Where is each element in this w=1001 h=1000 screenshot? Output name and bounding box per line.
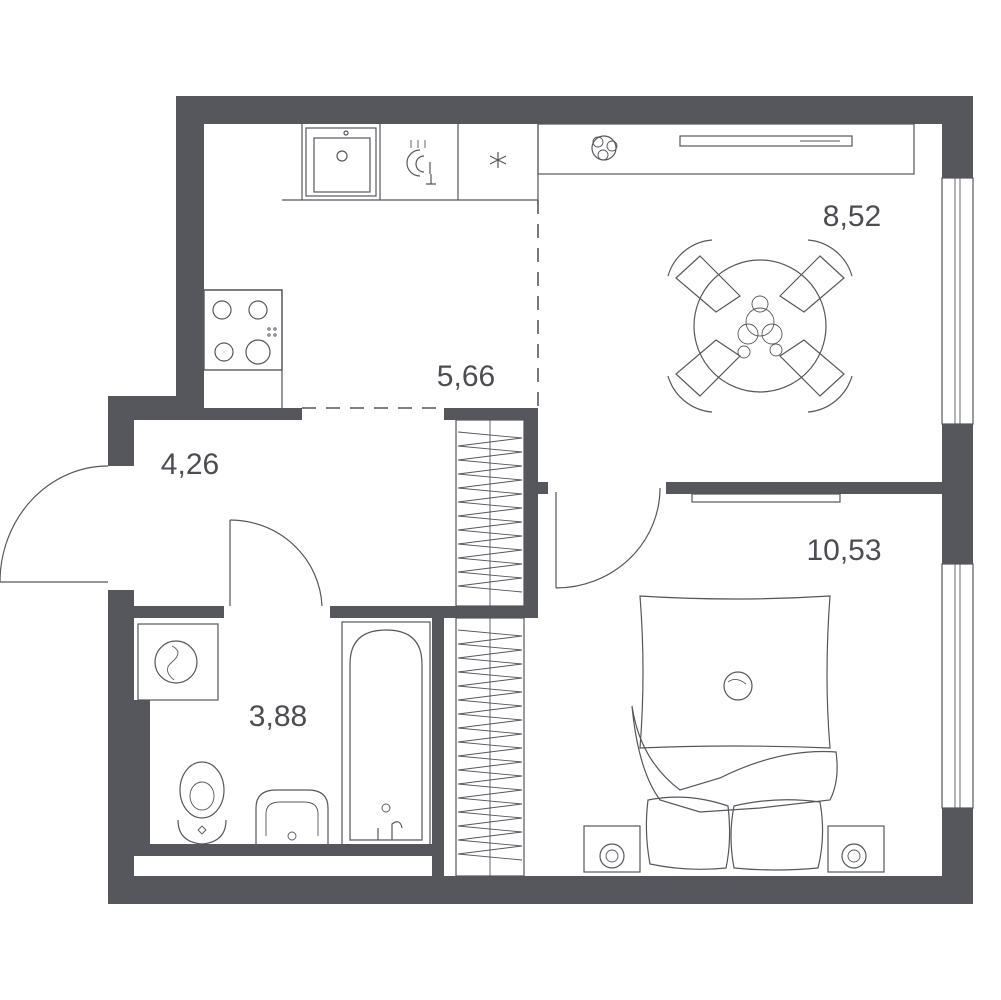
nightstand-lamp-icon <box>583 825 885 873</box>
dining-chair-icon <box>667 239 853 413</box>
dining-table-icon <box>693 259 827 393</box>
fridge-icon <box>489 152 507 168</box>
washing-machine-icon <box>137 623 219 701</box>
bedroom-area-label: 10,53 <box>806 534 881 567</box>
hallway <box>0 465 323 607</box>
bathroom <box>137 621 431 847</box>
washbasin-icon <box>255 789 329 844</box>
stove-icon <box>203 289 283 371</box>
window-icon <box>941 177 974 809</box>
tv-icon <box>679 135 853 147</box>
toilet-icon <box>177 761 227 845</box>
tv-icon <box>691 489 841 503</box>
kitchen <box>203 124 539 409</box>
bathroom-area-label: 3,88 <box>249 700 307 733</box>
bed-icon <box>631 595 838 813</box>
plant-icon <box>591 135 618 161</box>
bathtub-icon <box>341 621 431 847</box>
hallway-area-label: 4,26 <box>161 448 219 481</box>
door-swing-icon <box>555 487 661 589</box>
kitchen-sink-icon <box>305 127 377 197</box>
living-dining <box>537 123 915 413</box>
door-swing-icon <box>0 465 109 583</box>
walls <box>108 96 973 904</box>
area-labels: 5,66 8,52 4,26 10,53 3,88 <box>161 200 882 733</box>
pillow-icon <box>645 796 824 871</box>
door-swing-icon <box>229 519 323 607</box>
wardrobe-icon <box>455 419 525 877</box>
living-area-label: 8,52 <box>823 200 881 233</box>
bedroom <box>555 487 885 873</box>
dishwasher-icon <box>406 140 436 185</box>
kitchen-area-label: 5,66 <box>437 360 495 393</box>
